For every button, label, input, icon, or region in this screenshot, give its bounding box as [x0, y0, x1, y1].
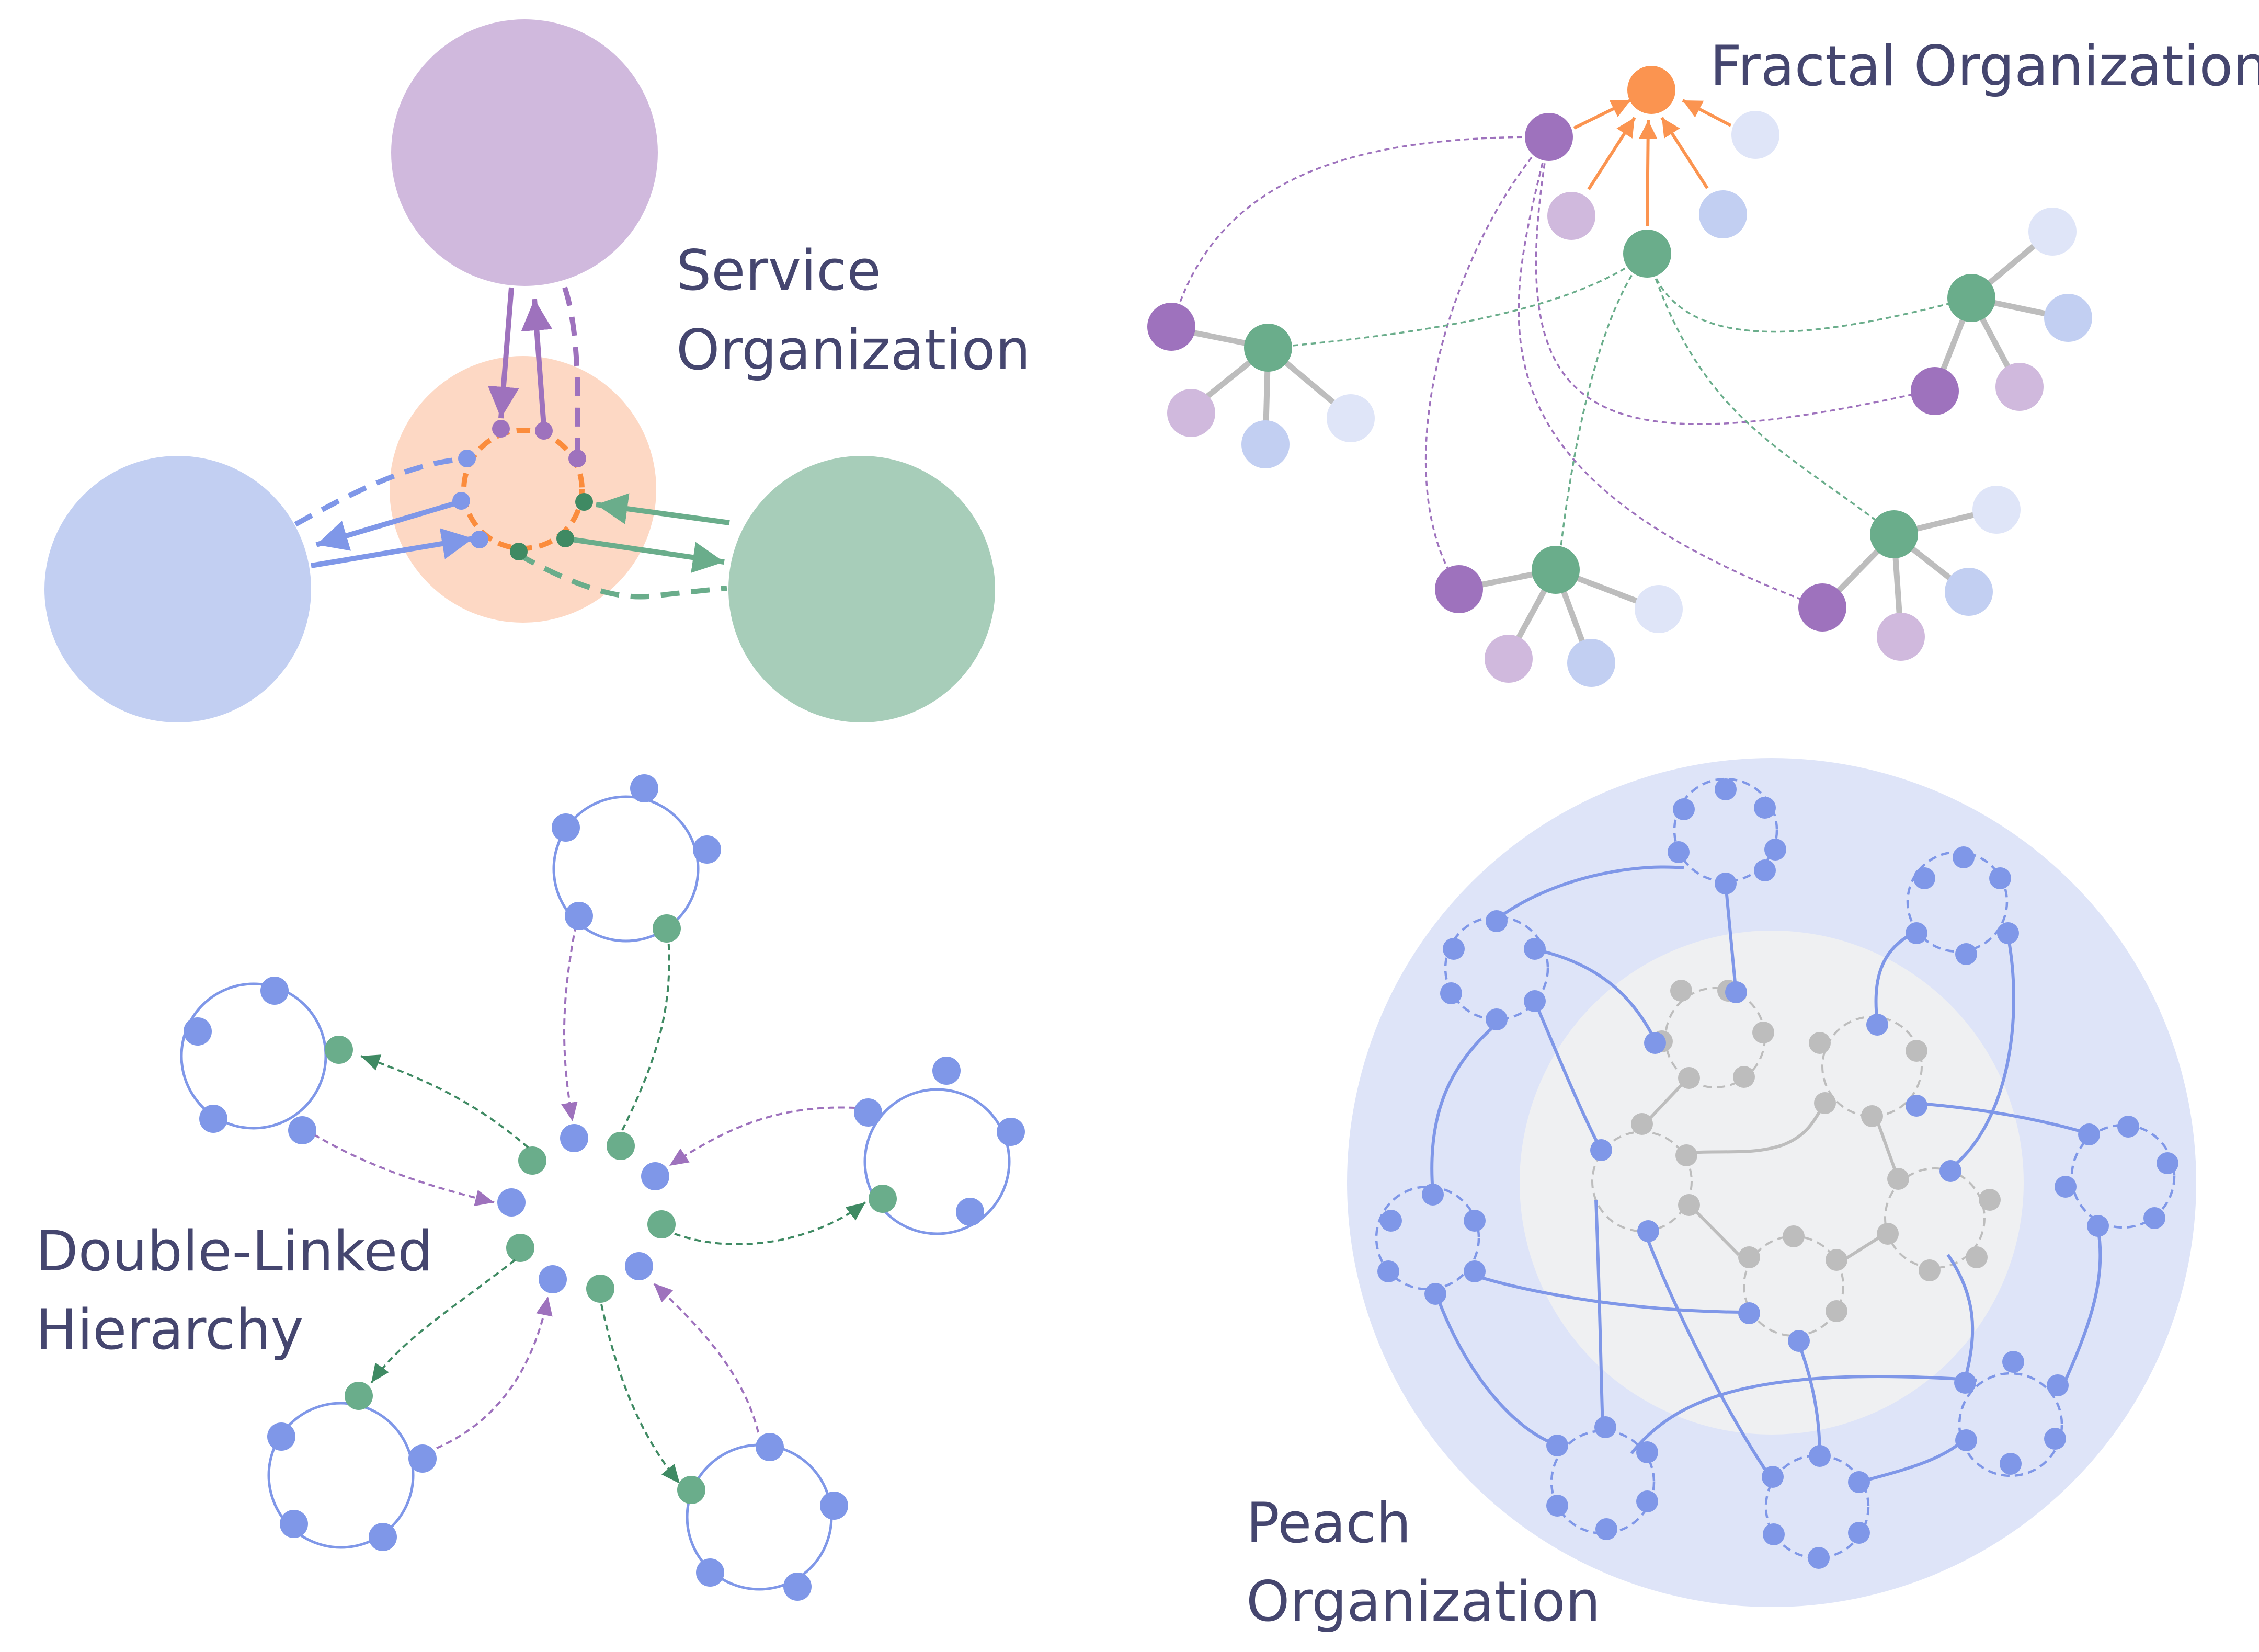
fractal-light-purple-node — [1547, 192, 1595, 240]
dlh-satellite-top — [552, 774, 721, 943]
service-label-line2: Organization — [676, 318, 1031, 382]
service-core-area — [390, 356, 656, 623]
fractal-apex-node — [1627, 66, 1675, 114]
peach-label-line2: Organization — [1246, 1569, 1601, 1634]
fractal-cluster-b — [1435, 546, 1683, 687]
dlh-satellite-right — [854, 1057, 1025, 1226]
fractal-green-node — [1623, 230, 1671, 278]
fractal-light-blue-node — [1699, 190, 1747, 238]
peach-outer-blue-nodes — [1377, 778, 2178, 1569]
peach-label-line1: Peach — [1246, 1491, 1411, 1555]
dlh-central-ring — [497, 1124, 676, 1303]
service-purple-big-node — [391, 19, 658, 286]
fractal-cluster-spokes — [1170, 230, 2067, 662]
dlh-dashed-links — [313, 914, 866, 1485]
service-core-ports — [452, 420, 593, 560]
fractal-pale-node — [1731, 111, 1779, 159]
fractal-dashed-links — [1170, 136, 1972, 607]
peach-inner-gray-nodes — [1631, 980, 2001, 1322]
fractal-purple-node — [1525, 113, 1573, 161]
service-links — [294, 286, 730, 600]
peach-organization-diagram: Peach Organization — [1246, 758, 2196, 1634]
fractal-cluster-c — [1911, 208, 2092, 415]
peach-outer-blue-links — [1430, 865, 2102, 1484]
fractal-label: Fractal Organization — [1710, 34, 2259, 98]
fractal-organization-diagram: Fractal Organization — [1147, 34, 2259, 687]
fractal-apex-arrows — [1573, 99, 1732, 226]
dlh-satellite-left — [184, 977, 353, 1144]
service-green-big-node — [728, 456, 995, 722]
peach-inner-area — [1520, 931, 2024, 1435]
fractal-cluster-d — [1798, 486, 2021, 661]
service-blue-big-node — [44, 456, 311, 722]
dlh-satellite-bottom-right — [677, 1433, 848, 1601]
fractal-cluster-a — [1147, 303, 1375, 468]
peach-outer-blue-rings — [1375, 777, 2176, 1559]
double-linked-hierarchy-diagram: Double-Linked Hierarchy — [36, 774, 1025, 1601]
dlh-label-line2: Hierarchy — [36, 1298, 303, 1362]
dlh-label-line1: Double-Linked — [36, 1219, 433, 1283]
dlh-satellite-bottom-left — [267, 1382, 437, 1551]
service-organization-diagram: Service Organization — [44, 19, 1031, 722]
service-label-line1: Service — [676, 238, 881, 303]
